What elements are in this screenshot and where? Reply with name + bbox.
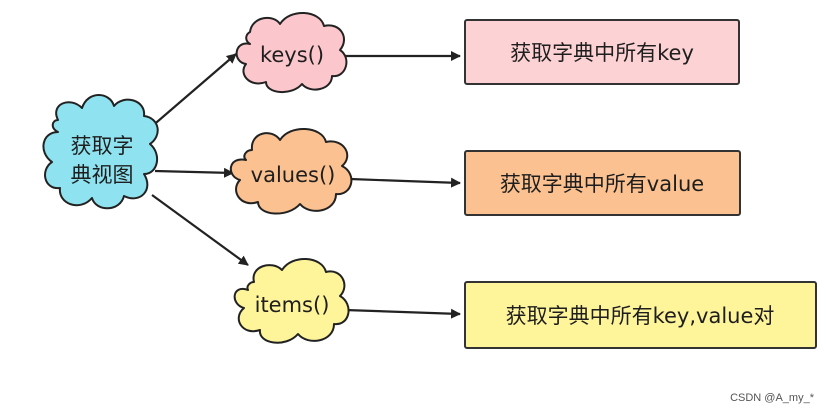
method-cloud-keys: keys() [235, 11, 348, 93]
center-node: 获取字 典视图 [42, 94, 159, 210]
items-desc-rect [464, 281, 817, 349]
values-cloud-shape [230, 127, 353, 215]
items-cloud-shape [233, 257, 350, 344]
edge-values-desc [349, 177, 461, 188]
desc-box-keys: 获取字典中所有key [464, 19, 740, 85]
method-cloud-values: values() [230, 127, 353, 215]
edge-center-values [154, 167, 234, 178]
center-node-line1: 获取字 [71, 134, 134, 158]
method-cloud-items: items() [233, 257, 350, 344]
items-label: items() [255, 293, 330, 317]
center-node-line2: 典视图 [71, 163, 134, 187]
items-desc-text: 获取字典中所有key,value对 [506, 304, 775, 328]
desc-box-items: 获取字典中所有key,value对 [464, 281, 817, 349]
center-node-cloud [42, 94, 159, 210]
keys-cloud-shape [235, 11, 348, 93]
keys-desc-text: 获取字典中所有key [510, 41, 694, 65]
edge-items-desc [344, 308, 461, 319]
values-desc-rect [464, 150, 741, 216]
keys-label: keys() [260, 43, 324, 67]
edge-center-items [151, 194, 249, 266]
values-desc-text: 获取字典中所有value [500, 172, 704, 196]
csdn-watermark: CSDN @A_my_* [730, 392, 814, 404]
edge-center-keys [149, 53, 237, 129]
values-label: values() [251, 163, 336, 187]
desc-box-values: 获取字典中所有value [464, 150, 741, 216]
keys-desc-rect [464, 19, 740, 85]
